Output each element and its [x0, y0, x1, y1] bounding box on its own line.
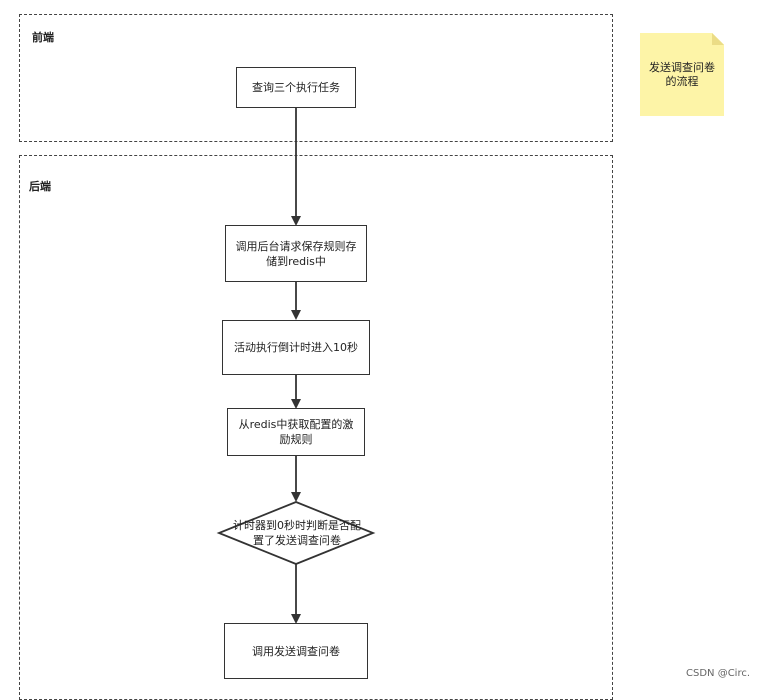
decision-diamond	[216, 501, 376, 565]
frontend-lane-label: 前端	[32, 31, 54, 44]
node-query-tasks: 查询三个执行任务	[236, 67, 356, 108]
flow-title-note: 发送调查问卷的流程	[640, 33, 724, 116]
node-save-rules: 调用后台请求保存规则存储到redis中	[225, 225, 367, 282]
node-countdown: 活动执行倒计时进入10秒	[222, 320, 370, 375]
backend-lane-label: 后端	[29, 180, 51, 193]
frontend-lane	[19, 14, 613, 142]
watermark: CSDN @Circ.	[686, 668, 751, 679]
decision-label: 计时器到0秒时判断是否配置了发送调查问卷	[233, 519, 361, 547]
node-send-survey: 调用发送调查问卷	[224, 623, 368, 679]
node-get-rules: 从redis中获取配置的激励规则	[227, 408, 365, 456]
